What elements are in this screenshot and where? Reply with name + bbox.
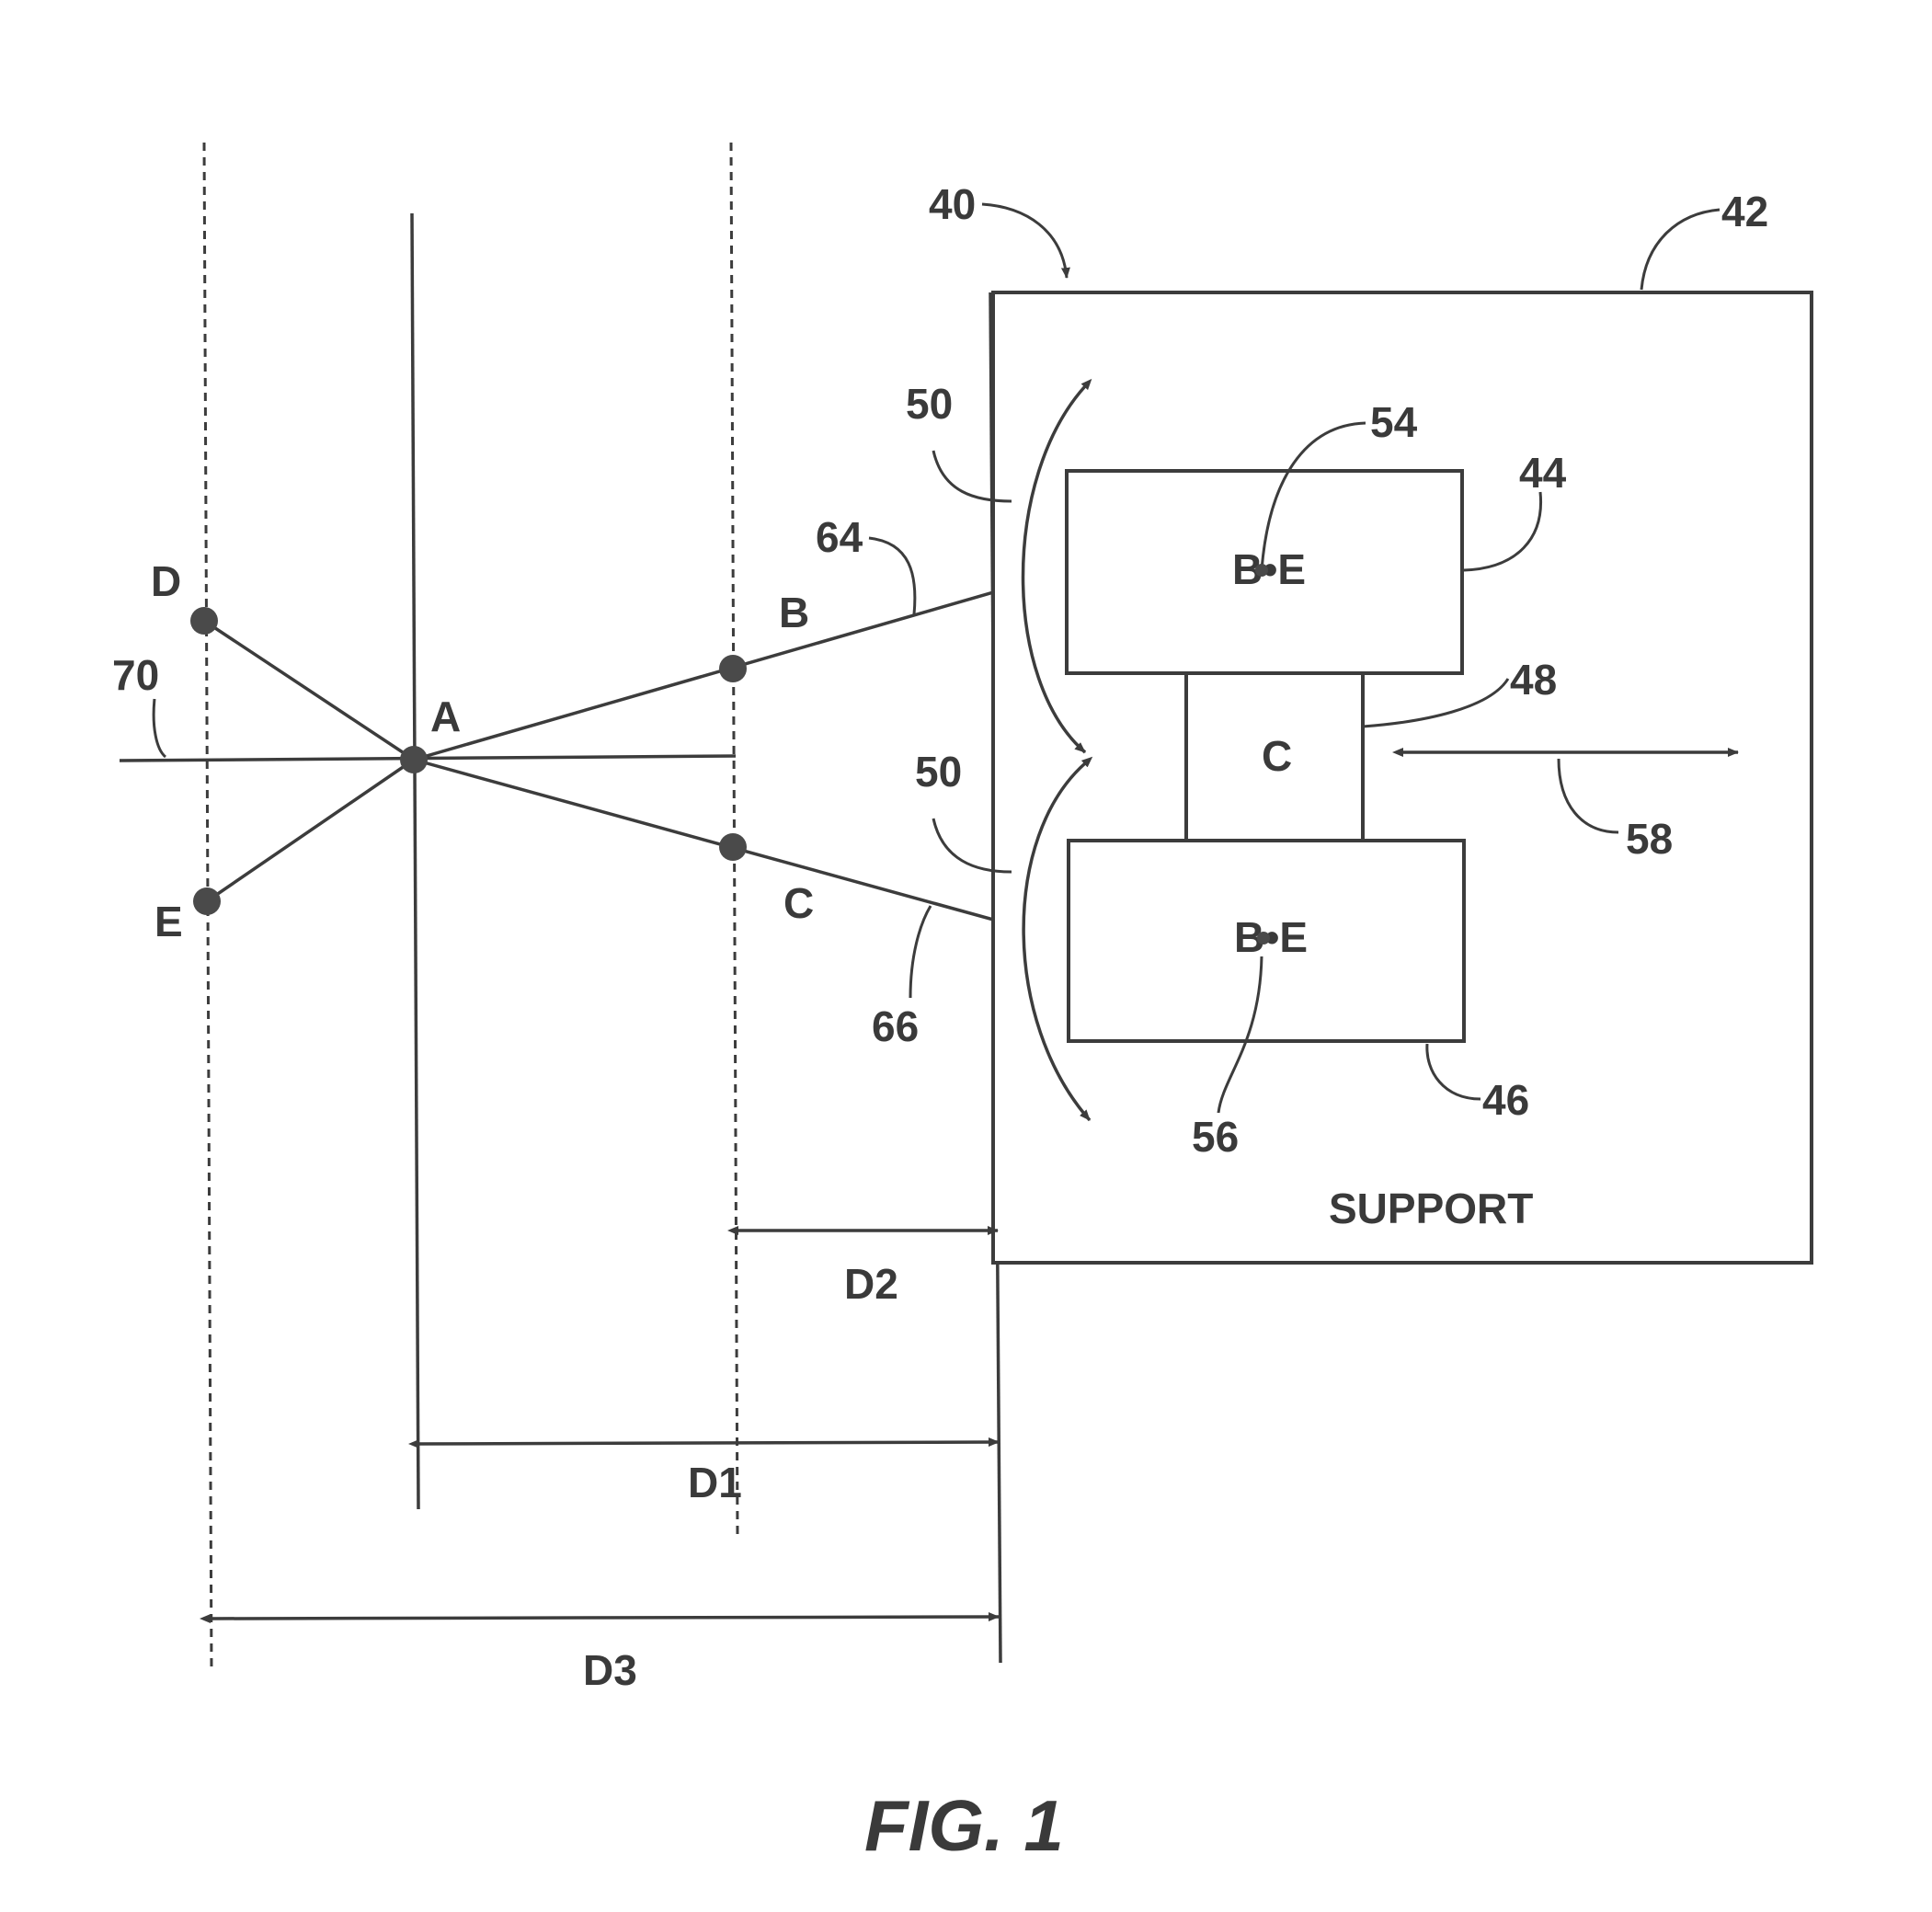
bottom-box-be-label: B•E	[1234, 913, 1308, 961]
ref-50-top: 50	[906, 380, 953, 428]
dimension-label-d2: D2	[844, 1260, 898, 1308]
ref-50-bottom: 50	[915, 748, 962, 796]
ray-e-to-a	[207, 760, 414, 901]
point-c-dot	[719, 833, 747, 861]
ref-48: 48	[1510, 656, 1557, 704]
be-dot-56	[1257, 932, 1270, 945]
support-label: SUPPORT	[1329, 1185, 1533, 1232]
point-d-dot	[190, 607, 218, 635]
ref-42: 42	[1721, 188, 1768, 235]
figure-caption: FIG. 1	[864, 1785, 1064, 1866]
ref-56: 56	[1192, 1113, 1239, 1161]
dimension-arrow-d3	[210, 1617, 999, 1619]
dimension-label-d3: D3	[583, 1646, 637, 1694]
plane-a-solid-line	[412, 213, 418, 1509]
point-c-label: C	[783, 879, 814, 927]
ref-58: 58	[1626, 815, 1673, 863]
leader-42	[1641, 210, 1720, 290]
top-box-be-label: B•E	[1232, 545, 1306, 593]
leader-70	[154, 699, 166, 757]
point-e-dot	[193, 887, 221, 915]
ref-66: 66	[872, 1002, 919, 1050]
ref-70: 70	[112, 651, 159, 699]
ray-d-to-a	[204, 621, 414, 760]
ref-54: 54	[1370, 398, 1418, 446]
be-dot-54	[1255, 564, 1268, 577]
dimension-arrow-d1	[418, 1442, 999, 1444]
leader-66	[910, 906, 931, 998]
ref-44: 44	[1519, 449, 1567, 497]
ref-40: 40	[929, 180, 976, 228]
point-b-label: B	[779, 589, 809, 636]
point-a-label: A	[430, 693, 461, 740]
point-d-label: D	[151, 557, 181, 605]
center-box-c-label: C	[1262, 732, 1292, 780]
dimension-label-d1: D1	[688, 1459, 742, 1506]
leader-64	[869, 538, 915, 614]
point-e-label: E	[154, 898, 183, 945]
ref-46: 46	[1482, 1076, 1529, 1124]
point-a-dot	[400, 746, 428, 773]
point-b-dot	[719, 655, 747, 682]
leader-40	[982, 204, 1067, 278]
ref-64: 64	[816, 513, 863, 561]
